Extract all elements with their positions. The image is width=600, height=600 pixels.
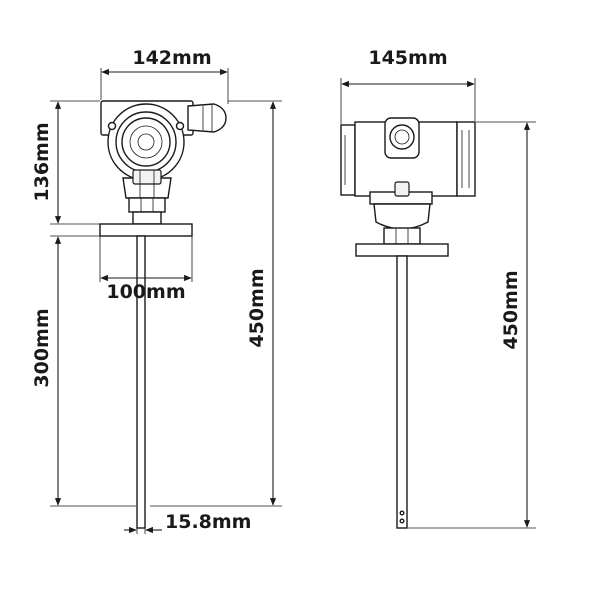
front-probe	[136, 235, 146, 529]
front-total-height-label: 450mm	[246, 268, 268, 347]
front-cable-gland	[187, 103, 227, 133]
front-dimensions: 142mm 136mm 100mm 300mm 450mm 15.8mm	[31, 47, 282, 534]
side-view	[340, 117, 476, 529]
front-flange	[99, 223, 193, 237]
front-probe-length-label: 300mm	[31, 308, 53, 387]
front-width-label: 142mm	[132, 47, 211, 69]
side-hex-nut	[383, 227, 421, 245]
front-flange-label: 100mm	[106, 281, 185, 303]
front-hex-nut	[128, 197, 166, 213]
side-flange	[355, 243, 449, 257]
side-probe	[396, 255, 408, 529]
side-width-label: 145mm	[368, 47, 447, 69]
front-head-height-label: 136mm	[31, 122, 53, 201]
side-total-height-label: 450mm	[500, 270, 522, 349]
side-left-cap	[340, 124, 356, 196]
side-swivel	[373, 203, 431, 230]
side-right-cap	[456, 121, 476, 197]
side-dimensions: 145mm 450mm	[340, 47, 536, 529]
front-probe-diameter-label: 15.8mm	[165, 511, 251, 533]
front-view	[99, 100, 227, 529]
